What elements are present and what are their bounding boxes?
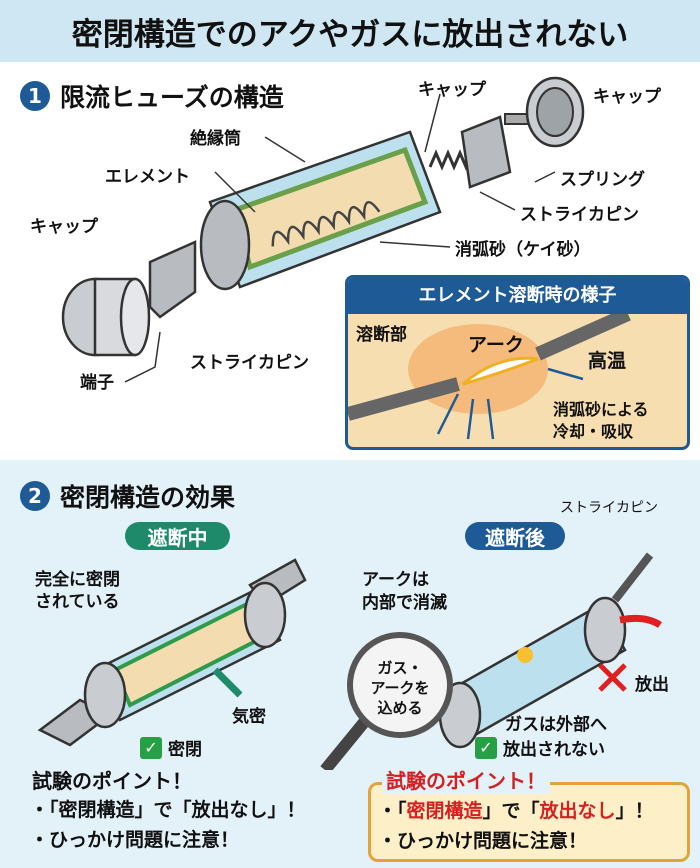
label-cooling-2: 冷却・吸収 bbox=[553, 422, 634, 441]
section-number-badge: 2 bbox=[20, 481, 50, 511]
fuse-exploded-diagram bbox=[61, 76, 585, 383]
section2-title: 密閉構造の効果 bbox=[60, 483, 236, 512]
badge-during-interruption: 遮断中 bbox=[125, 522, 230, 550]
lens-text-1: ガス・ bbox=[377, 659, 423, 677]
label-fully-sealed-2: されている bbox=[35, 592, 120, 612]
fuse-comparison-diagram bbox=[37, 552, 662, 770]
label-striker-pin-left: ストライカピン bbox=[190, 353, 309, 373]
magnifier-icon bbox=[320, 632, 453, 770]
exam-point-title-right: 試験のポイント！ bbox=[382, 765, 550, 794]
exam-point-bullet-2-left: ・ひっかけ問題に注意！ bbox=[30, 829, 240, 851]
highlight-sealed: 密閉構造 bbox=[406, 800, 483, 822]
label-arc: アーク bbox=[468, 334, 524, 356]
label-airtight: 気密 bbox=[232, 707, 266, 727]
check-icon: ✓ bbox=[475, 736, 497, 759]
label-arc-extinguished-1: アークは bbox=[362, 570, 429, 590]
lens-text-2: アークを bbox=[370, 679, 430, 697]
check-sealed: ✓ 密閉 bbox=[140, 735, 202, 760]
label-striker-pin-right: ストライカピン bbox=[520, 205, 639, 225]
label-terminal: 端子 bbox=[80, 373, 114, 393]
label-arc-quenching-sand: 消弧砂（ケイ砂） bbox=[455, 240, 591, 260]
check-not-released: ✓ 放出されない bbox=[475, 735, 605, 760]
label-striker-pin: ストライカピン bbox=[560, 500, 658, 516]
section2-heading: 2 密閉構造の効果 bbox=[20, 478, 235, 514]
magnifier-text: ガス・アークを込める bbox=[360, 658, 440, 718]
check-sealed-text: 密閉 bbox=[168, 740, 202, 760]
label-gas-outside: ガスは外部へ bbox=[505, 715, 607, 735]
inset-title: エレメント溶断時の様子 bbox=[348, 278, 687, 314]
arc-illustration bbox=[348, 314, 631, 440]
label-spring: スプリング bbox=[560, 170, 645, 190]
label-cap-right: キャップ bbox=[593, 87, 661, 107]
section1-heading: 1 限流ヒューズの構造 bbox=[20, 78, 284, 114]
left-terminal-illustration bbox=[148, 240, 197, 319]
text-part: ・「 bbox=[378, 800, 407, 822]
check-icon: ✓ bbox=[140, 736, 162, 759]
text-part: 」で「 bbox=[482, 800, 540, 822]
spring-illustration bbox=[428, 149, 474, 171]
melting-inset-panel: エレメント溶断時の様子 溶断部 アーク 高温 消弧砂による 冷却・吸収 bbox=[345, 275, 690, 450]
right-terminal-illustration bbox=[460, 115, 512, 189]
label-release: 放出 bbox=[635, 675, 669, 695]
exam-point-title-left: 試験のポイント！ bbox=[32, 769, 192, 793]
section1-title: 限流ヒューズの構造 bbox=[60, 83, 284, 112]
label-arc-extinguished-2: 内部で消滅 bbox=[362, 593, 447, 613]
exam-point-bullet-1-right: ・「密閉構造」で「放出なし」！ bbox=[378, 796, 654, 823]
exam-point-bullet-1-left: ・「密閉構造」で「放出なし」！ bbox=[30, 799, 306, 821]
insulating-tube-illustration bbox=[199, 130, 442, 291]
title-banner: 密閉構造でのアクやガスに放出されない bbox=[0, 0, 700, 62]
label-fully-sealed-1: 完全に密閉 bbox=[35, 570, 120, 590]
highlight-no-release: 放出なし bbox=[539, 800, 616, 822]
left-cap-illustration bbox=[61, 277, 151, 357]
exam-point-bullet-2-right: ・ひっかけ問題に注意！ bbox=[378, 830, 588, 852]
label-cooling-1: 消弧砂による bbox=[553, 400, 649, 419]
label-cap-left: キャップ bbox=[30, 217, 98, 237]
label-fuse-point: 溶断部 bbox=[356, 325, 407, 345]
lens-text-3: 込める bbox=[377, 699, 423, 717]
release-arrow-icon bbox=[619, 614, 662, 629]
leader-lines bbox=[124, 93, 556, 383]
label-element: エレメント bbox=[105, 167, 190, 187]
text-part: 」！ bbox=[615, 800, 654, 822]
cross-icon bbox=[598, 663, 627, 692]
label-high-temperature: 高温 bbox=[588, 350, 627, 372]
page-title: 密閉構造でのアクやガスに放出されない bbox=[71, 16, 629, 53]
right-cap-illustration bbox=[525, 76, 585, 148]
label-insulating-tube: 絶縁筒 bbox=[190, 129, 241, 149]
sealed-fuse-illustration bbox=[37, 558, 307, 747]
section-number-badge: 1 bbox=[20, 81, 50, 111]
badge-after-interruption: 遮断後 bbox=[465, 522, 565, 550]
check-not-released-text: 放出されない bbox=[503, 740, 605, 760]
label-cap-top: キャップ bbox=[418, 80, 486, 100]
